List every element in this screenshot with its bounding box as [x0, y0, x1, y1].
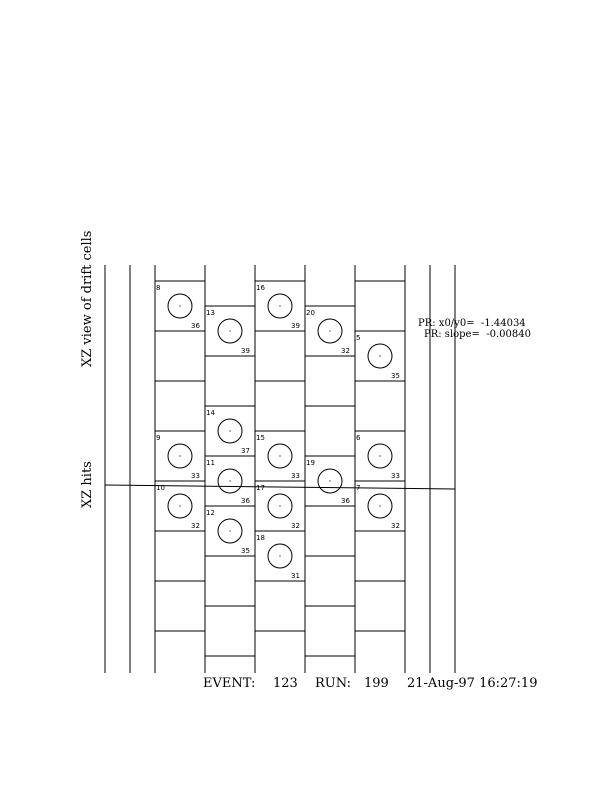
drift-circle — [267, 493, 293, 519]
fit-x0: PR: x0/y0= -1.44034 — [418, 318, 526, 329]
wire-number: 18 — [256, 534, 265, 542]
drift-circle — [217, 318, 243, 344]
hit-value: 36 — [191, 322, 200, 330]
hit-value: 33 — [291, 472, 300, 480]
wire-dot — [179, 455, 181, 457]
hit-value: 37 — [241, 447, 250, 455]
wire-dot — [279, 505, 281, 507]
run-number: 199 — [364, 676, 389, 691]
drift-circle — [167, 493, 193, 519]
wire-number: 15 — [256, 434, 265, 442]
wire-dot — [379, 455, 381, 457]
drift-circle — [267, 293, 293, 319]
hit-value: 32 — [191, 522, 200, 530]
hit-value: 33 — [191, 472, 200, 480]
fit-slope-label: PR: slope= — [424, 329, 480, 340]
wire-number: 7 — [356, 484, 360, 492]
drift-circle — [317, 468, 343, 494]
hit-value: 31 — [291, 572, 300, 580]
wire-number: 14 — [206, 409, 215, 417]
drift-circle — [367, 443, 393, 469]
run-label: RUN: — [315, 676, 352, 691]
drift-circle — [167, 443, 193, 469]
drift-circle — [167, 293, 193, 319]
drift-circle — [367, 493, 393, 519]
wire-dot — [229, 330, 231, 332]
wire-number: 9 — [156, 434, 160, 442]
wire-dot — [229, 430, 231, 432]
wire-number: 5 — [356, 334, 360, 342]
view-title: XZ view of drift cells — [80, 230, 95, 367]
drift-circle — [217, 518, 243, 544]
drift-circle — [367, 343, 393, 369]
wire-number: 17 — [256, 484, 265, 492]
hit-value: 35 — [241, 547, 250, 555]
hit-value: 35 — [391, 372, 400, 380]
fit-x0-label: PR: x0/y0= — [418, 318, 475, 329]
wire-dot — [329, 330, 331, 332]
wire-dot — [279, 455, 281, 457]
event-label: EVENT: — [203, 676, 256, 691]
wire-dot — [379, 505, 381, 507]
wire-number: 20 — [306, 309, 315, 317]
wire-number: 16 — [256, 284, 265, 292]
drift-circle — [217, 468, 243, 494]
hit-value: 39 — [291, 322, 300, 330]
wire-number: 8 — [156, 284, 160, 292]
fit-slope-value: -0.00840 — [486, 329, 531, 340]
wire-dot — [229, 530, 231, 532]
wire-dot — [279, 305, 281, 307]
wire-dot — [229, 480, 231, 482]
hit-value: 32 — [341, 347, 350, 355]
track-fit-line — [104, 484, 456, 490]
drift-circle — [317, 318, 343, 344]
fit-slope: PR: slope= -0.00840 — [424, 329, 531, 340]
hit-value: 36 — [241, 497, 250, 505]
drift-circle — [267, 443, 293, 469]
hit-value: 32 — [391, 522, 400, 530]
wire-number: 11 — [206, 459, 215, 467]
wire-number: 12 — [206, 509, 215, 517]
hits-label: XZ hits — [80, 461, 95, 508]
wire-dot — [179, 505, 181, 507]
wire-dot — [179, 305, 181, 307]
wire-number: 6 — [356, 434, 361, 442]
drift-circle — [217, 418, 243, 444]
event-number: 123 — [273, 676, 298, 691]
wire-number: 19 — [306, 459, 315, 467]
wire-dot — [329, 480, 331, 482]
hit-value: 36 — [341, 497, 350, 505]
hit-value: 39 — [241, 347, 250, 355]
wire-dot — [279, 555, 281, 557]
hit-value: 33 — [391, 472, 400, 480]
hit-value: 32 — [291, 522, 300, 530]
wire-number: 10 — [156, 484, 165, 492]
drift-circle — [267, 543, 293, 569]
wire-dot — [379, 355, 381, 357]
fit-x0-value: -1.44034 — [480, 318, 526, 329]
wire-number: 13 — [206, 309, 215, 317]
datetime: 21-Aug-97 16:27:19 — [407, 676, 538, 691]
